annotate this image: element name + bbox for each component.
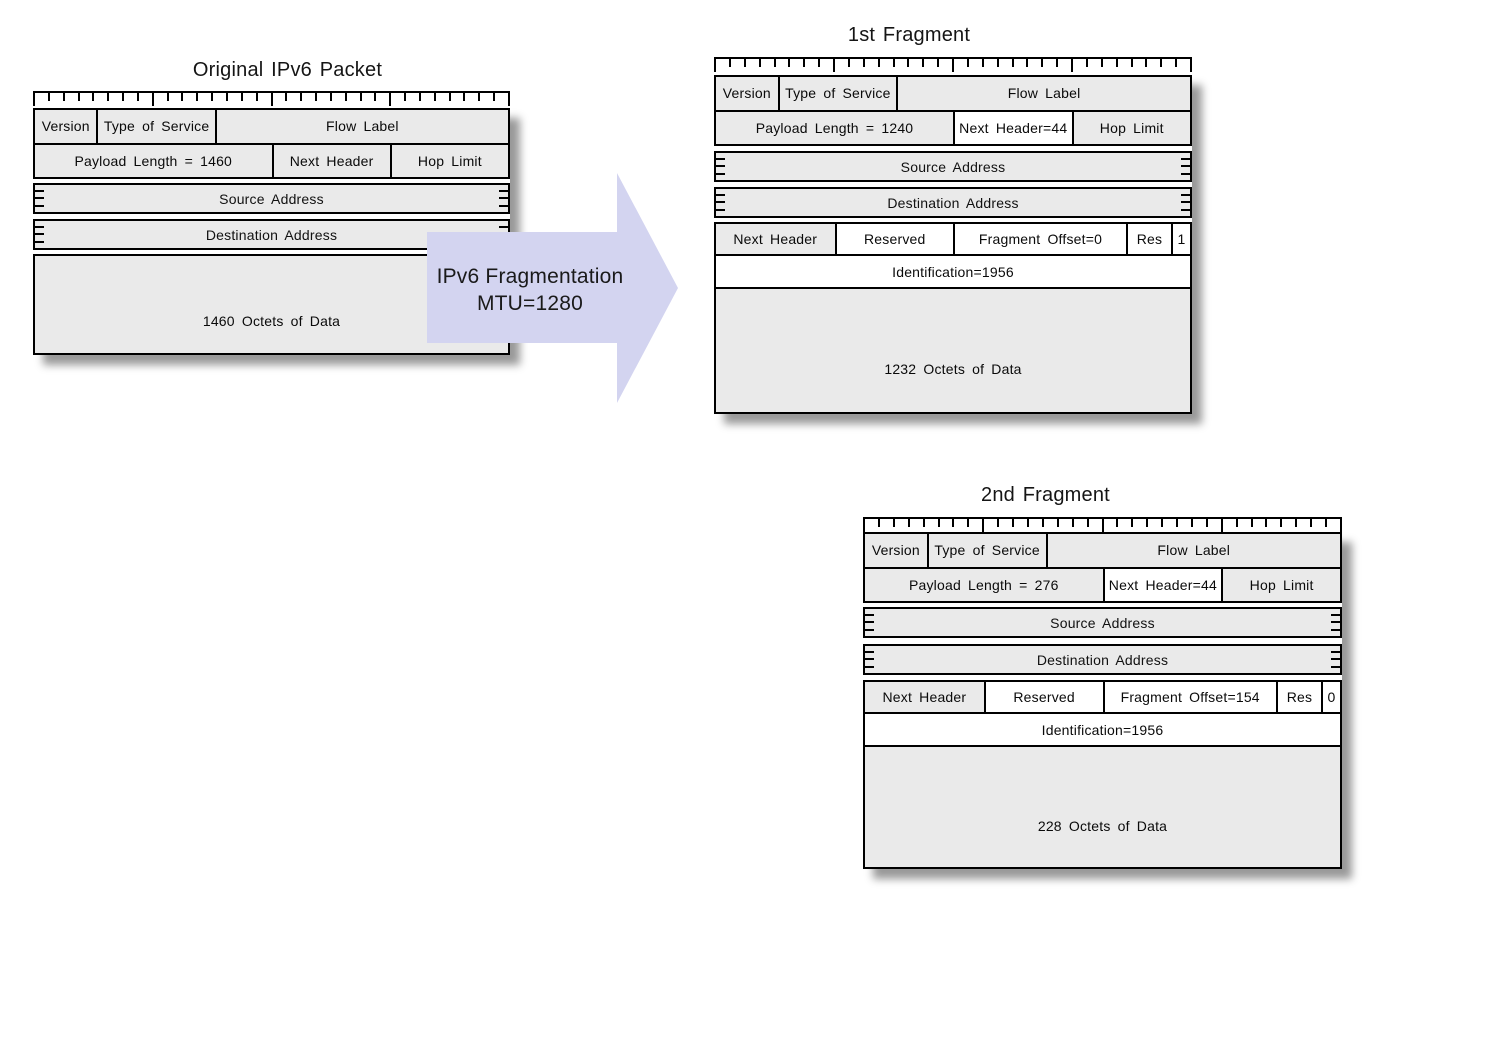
payload-length-field: Payload Length = 1240 <box>716 111 953 144</box>
arrow-label-line2: MTU=1280 <box>476 292 584 315</box>
m-flag-field: 0 <box>1321 682 1340 712</box>
flow-label-field: Flow Label <box>214 110 508 143</box>
fragment-offset-field: Fragment Offset=154 <box>1102 682 1276 712</box>
flow-label-field: Flow Label <box>1045 534 1340 567</box>
identification-row: Identification=1956 <box>716 254 1190 287</box>
address-continuation-marks <box>35 221 44 248</box>
header-row-2: Payload Length = 276 Next Header=44 Hop … <box>865 566 1340 601</box>
header-row-2: Payload Length = 1240 Next Header=44 Hop… <box>716 109 1190 144</box>
ipv6-header-rows: Version Type of Service Flow Label Paylo… <box>33 108 510 179</box>
bit-ruler <box>714 57 1192 72</box>
m-flag-field: 1 <box>1171 224 1190 254</box>
next-header-field: Next Header <box>271 144 390 177</box>
second-fragment-title: 2nd Fragment <box>981 484 1110 506</box>
second-fragment-packet: Version Type of Service Flow Label Paylo… <box>863 532 1342 869</box>
address-continuation-marks <box>865 609 874 636</box>
address-continuation-marks <box>865 646 874 673</box>
type-of-service-field: Type of Service <box>96 110 215 143</box>
address-continuation-marks <box>716 189 725 216</box>
source-address-label: Source Address <box>900 158 1006 175</box>
address-continuation-marks <box>1181 189 1190 216</box>
reserved-field: Reserved <box>983 682 1103 712</box>
ipv6-header-rows: Version Type of Service Flow Label Paylo… <box>863 532 1342 603</box>
original-packet-title: Original IPv6 Packet <box>192 59 383 81</box>
bit-ruler <box>863 517 1342 532</box>
address-continuation-marks <box>499 185 508 212</box>
ipv6-header-rows: Version Type of Service Flow Label Paylo… <box>714 75 1192 146</box>
payload-length-field: Payload Length = 1460 <box>35 144 272 177</box>
fragment-offset-field: Fragment Offset=0 <box>953 224 1126 254</box>
source-address-field: Source Address <box>714 151 1192 182</box>
source-address-label: Source Address <box>219 190 324 207</box>
fragment-next-header-field: Next Header <box>865 682 984 712</box>
address-continuation-marks <box>35 185 44 212</box>
data-octets-label: 228 Octets of Data <box>865 747 1340 867</box>
arrow-label: IPv6 Fragmentation MTU=1280 <box>430 263 630 317</box>
arrow-label-line1: IPv6 Fragmentation <box>436 265 624 288</box>
identification-field: Identification=1956 <box>865 714 1340 745</box>
header-row-2: Payload Length = 1460 Next Header Hop Li… <box>35 142 508 177</box>
identification-field: Identification=1956 <box>716 256 1190 287</box>
next-header-field: Next Header=44 <box>953 111 1072 144</box>
destination-address-label: Destination Address <box>1036 651 1169 668</box>
fragmentation-arrow <box>427 173 678 403</box>
fragment-header-and-data: Next Header Reserved Fragment Offset=0 R… <box>714 222 1192 414</box>
hop-limit-field: Hop Limit <box>1221 568 1340 601</box>
destination-address-field: Destination Address <box>863 644 1342 675</box>
first-fragment-title: 1st Fragment <box>847 24 971 46</box>
fragment-header-row: Next Header Reserved Fragment Offset=154… <box>865 682 1340 712</box>
destination-address-field: Destination Address <box>714 187 1192 218</box>
fragment-next-header-field: Next Header <box>716 224 835 254</box>
data-octets-label: 1232 Octets of Data <box>716 289 1190 412</box>
flow-label-field: Flow Label <box>896 77 1190 110</box>
version-field: Version <box>865 534 927 567</box>
reserved-field: Reserved <box>834 224 953 254</box>
res-field: Res <box>1126 224 1172 254</box>
data-block: 228 Octets of Data <box>865 745 1340 867</box>
type-of-service-field: Type of Service <box>926 534 1046 567</box>
identification-row: Identification=1956 <box>865 712 1340 745</box>
header-row-1: Version Type of Service Flow Label <box>865 534 1340 567</box>
data-block: 1232 Octets of Data <box>716 287 1190 412</box>
source-address-field: Source Address <box>863 607 1342 638</box>
address-continuation-marks <box>1331 609 1340 636</box>
hop-limit-field: Hop Limit <box>389 144 508 177</box>
destination-address-label: Destination Address <box>205 226 338 243</box>
fragment-header-row: Next Header Reserved Fragment Offset=0 R… <box>716 224 1190 254</box>
address-continuation-marks <box>716 153 725 180</box>
destination-address-label: Destination Address <box>887 194 1019 211</box>
version-field: Version <box>716 77 778 110</box>
address-continuation-marks <box>1331 646 1340 673</box>
payload-length-field: Payload Length = 276 <box>865 568 1103 601</box>
hop-limit-field: Hop Limit <box>1071 111 1190 144</box>
next-header-field: Next Header=44 <box>1102 568 1222 601</box>
bit-ruler <box>33 91 510 106</box>
fragment-header-and-data: Next Header Reserved Fragment Offset=154… <box>863 680 1342 869</box>
header-row-1: Version Type of Service Flow Label <box>716 77 1190 110</box>
res-field: Res <box>1275 682 1321 712</box>
source-address-label: Source Address <box>1050 614 1155 631</box>
source-address-field: Source Address <box>33 183 510 214</box>
header-row-1: Version Type of Service Flow Label <box>35 110 508 143</box>
type-of-service-field: Type of Service <box>777 77 897 110</box>
version-field: Version <box>35 110 97 143</box>
address-continuation-marks <box>1181 153 1190 180</box>
first-fragment-packet: Version Type of Service Flow Label Paylo… <box>714 75 1192 414</box>
